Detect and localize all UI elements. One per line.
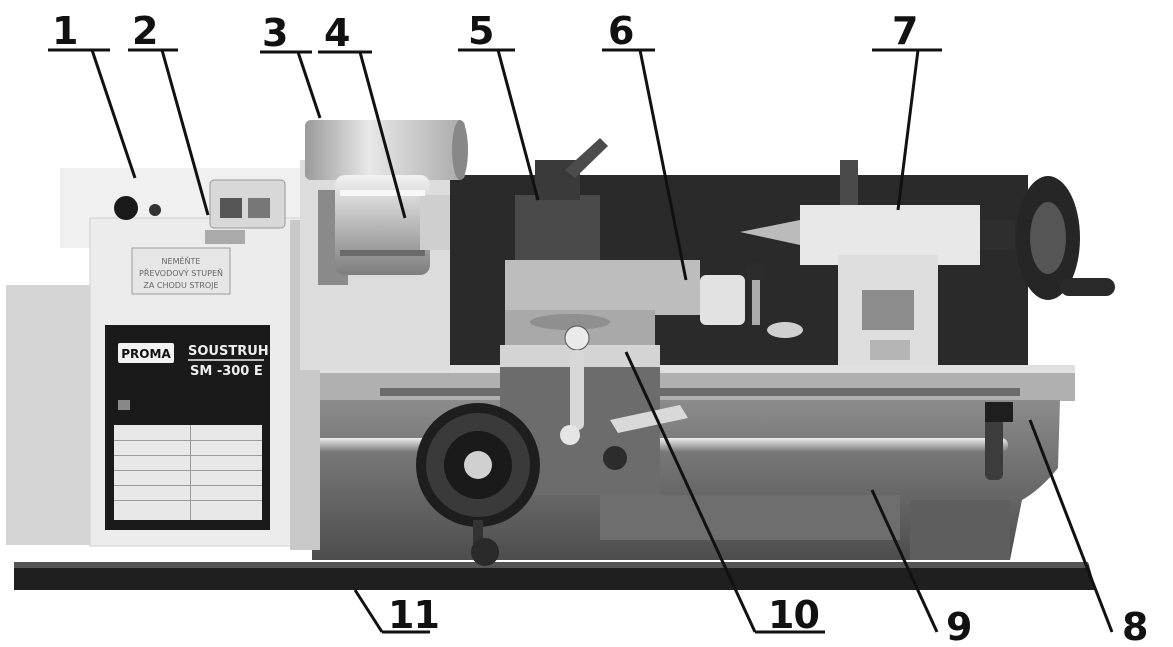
callout-number: 5 bbox=[468, 9, 493, 53]
cross-slide bbox=[505, 260, 700, 315]
warning-line: ZA CHODU STROJE bbox=[143, 281, 218, 290]
model-label: SM -300 E bbox=[190, 364, 263, 379]
callout-number: 11 bbox=[388, 593, 439, 637]
callout-leaders bbox=[48, 48, 1114, 634]
belt-cover bbox=[305, 120, 465, 180]
warning-line: NEMĚŇTE bbox=[162, 255, 201, 266]
brand-label: PROMA bbox=[121, 347, 171, 361]
tool-post bbox=[515, 195, 600, 260]
spec-table bbox=[114, 425, 262, 520]
callout-number: 9 bbox=[946, 605, 971, 647]
warning-line: PŘEVODOVÝ STUPEŇ bbox=[139, 267, 223, 278]
callout-number: 4 bbox=[324, 11, 349, 55]
warning-plate bbox=[131, 247, 231, 295]
callout-number: 6 bbox=[608, 9, 633, 53]
base-plate bbox=[14, 562, 1096, 590]
callout-number: 3 bbox=[262, 11, 287, 55]
speed-knob bbox=[114, 196, 138, 220]
callout-number: 8 bbox=[1122, 605, 1147, 647]
callout-number: 2 bbox=[132, 9, 157, 53]
callout-number: 10 bbox=[768, 593, 819, 637]
callout-number: 1 bbox=[52, 9, 77, 53]
product-label: SOUSTRUH bbox=[188, 344, 269, 359]
callout-number: 7 bbox=[892, 9, 917, 53]
